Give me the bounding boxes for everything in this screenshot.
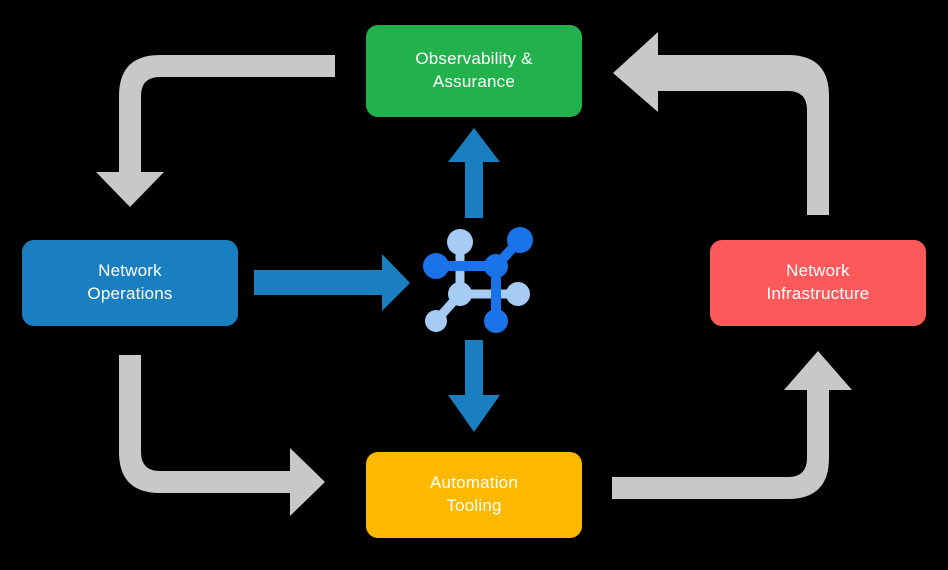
gray-arrow-infra-to-observability <box>613 32 829 215</box>
blue-arrow-center-to-observability <box>448 128 500 218</box>
topology-light-nodes <box>425 229 530 332</box>
gray-arrow-ops-to-automation <box>119 355 325 516</box>
node-label-network-operations-line2: Operations <box>87 284 173 303</box>
node-label-automation-tooling-line2: Tooling <box>446 496 502 515</box>
network-topology-icon <box>418 218 538 338</box>
node-label-observability-line2: Assurance <box>432 72 516 91</box>
blue-arrow-center-to-automation <box>448 340 500 432</box>
node-label-observability-line1: Observability & <box>415 49 533 69</box>
topology-dark-nodes <box>423 227 533 333</box>
node-label-network-infrastructure-line1: Network <box>786 261 850 281</box>
gray-arrow-automation-to-infra <box>612 351 852 499</box>
node-box-automation-tooling[interactable]: Automation Tooling <box>366 452 582 538</box>
node-box-network-infrastructure[interactable]: Network Infrastructure <box>710 240 926 326</box>
node-label-network-infrastructure-line2: Infrastructure <box>766 284 870 303</box>
node-box-network-operations[interactable]: Network Operations <box>22 240 238 326</box>
blue-arrow-ops-to-center <box>254 254 410 311</box>
node-box-observability[interactable]: Observability & Assurance <box>366 25 582 117</box>
gray-arrow-observability-to-ops <box>96 55 335 207</box>
network-topology-svg <box>423 227 533 333</box>
node-label-automation-tooling-line1: Automation <box>430 473 518 493</box>
node-label-network-operations-line1: Network <box>98 261 162 281</box>
